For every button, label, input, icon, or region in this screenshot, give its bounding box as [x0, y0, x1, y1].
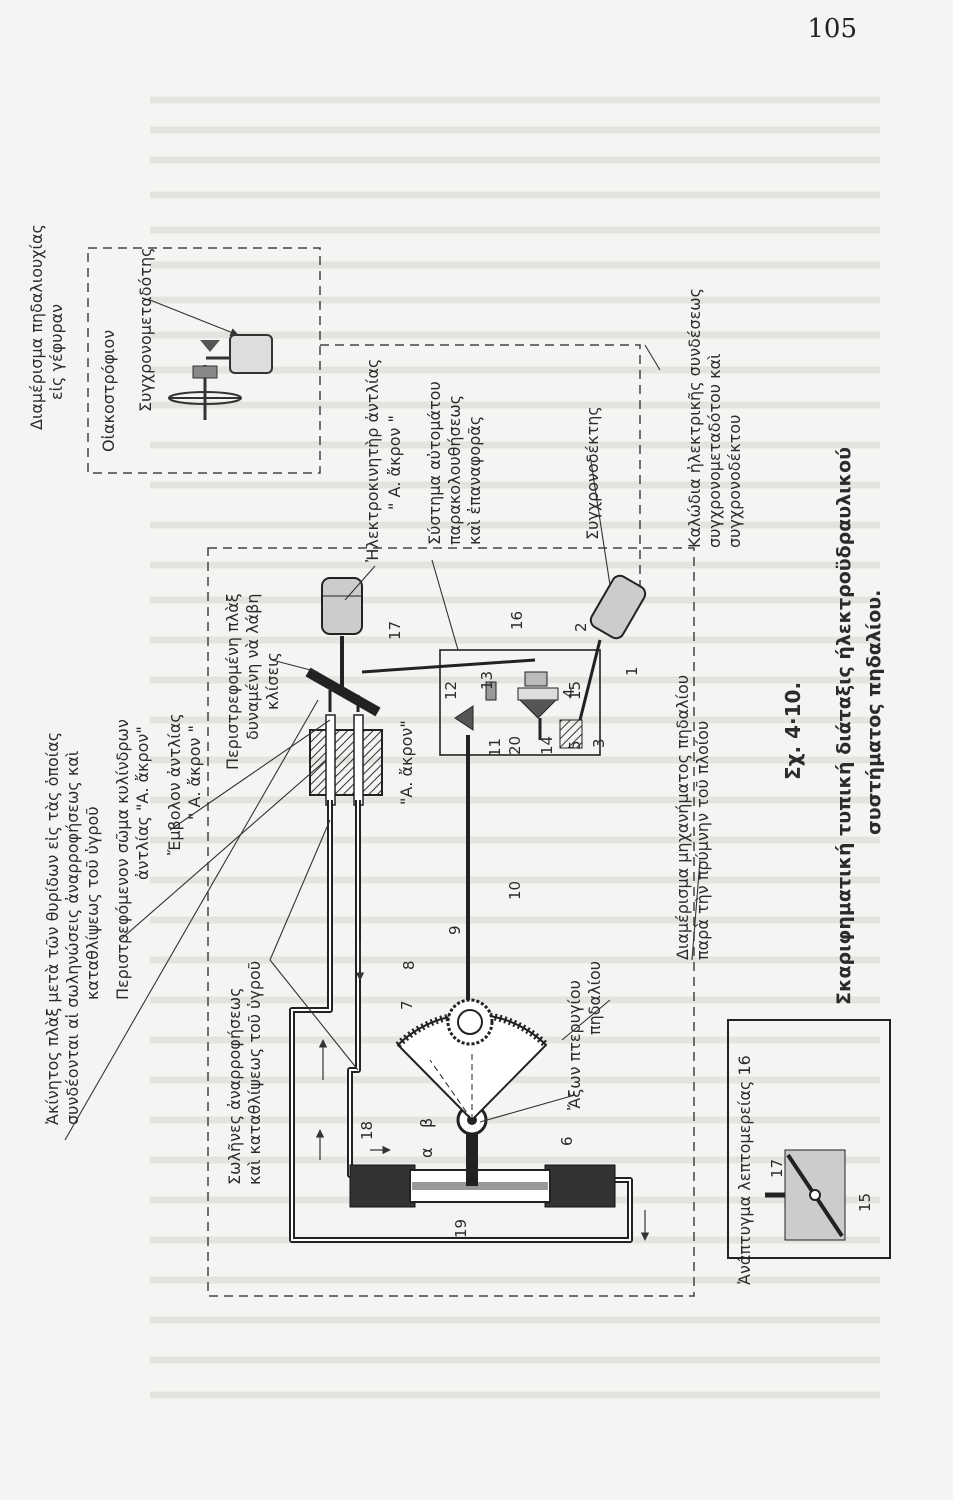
- part-number-13: 13: [478, 671, 496, 690]
- flow-arrows: [315, 940, 650, 1241]
- synchro-transmitter-label: Συγχρονομεταδότης: [136, 248, 155, 413]
- fixed-plate-label-3: καταθλίψεως τοῦ ὑγροῦ: [83, 806, 102, 1000]
- auto-system-label-3: καὶ ἐπαναφορᾶς: [465, 416, 484, 545]
- part-numbers: 1 2 3 4 5 6 7 8 9 10 11 12 13 14 15 16 1…: [358, 611, 874, 1238]
- swash-plate: [305, 636, 381, 717]
- detail-drawing: [765, 1149, 846, 1241]
- piston-label-1: Ἔμβολον ἀντλίας: [165, 713, 184, 855]
- part-number-9: 9: [446, 925, 464, 935]
- steering-wheel-label: Οἰακοστρόφιον: [99, 330, 118, 452]
- synchro-receiver-icon: [578, 574, 647, 721]
- synchro-receiver-label: Συγχρονοδέκτης: [583, 406, 602, 540]
- bridge-compartment-label-2: εἰς γέφυραν: [47, 304, 66, 400]
- part-number-11: 11: [486, 738, 504, 757]
- rotating-body-label-1: Περιστρεφόμενον σῶμα κυλίνδρων: [113, 719, 132, 1000]
- ram-cylinders: [349, 1164, 616, 1208]
- machinery-label-2: παρὰ τὴν πρύμνην τοῦ πλοίου: [693, 721, 712, 960]
- alpha-label: α: [417, 1147, 436, 1158]
- bridge-compartment-label: Διαμέρισμα πηδαλιουχίας: [27, 224, 46, 430]
- part-number-12: 12: [442, 681, 460, 700]
- part-number-16: 16: [508, 611, 526, 630]
- part-number-4: 4: [560, 688, 578, 698]
- auto-system-label-2: παρακολουθήσεως: [445, 395, 464, 545]
- label-piston: Ἔμβολον ἀντλίας " Α. ἄκρον ": [165, 713, 204, 855]
- bridge-compartment-box: [87, 247, 321, 474]
- rudder-axis-label-1: Ἄξων πτερυγίου: [565, 980, 584, 1110]
- part-number-6: 6: [558, 1136, 576, 1146]
- cables-label-1: Καλώδια ἠλεκτρικῆς συνδέσεως: [685, 288, 704, 548]
- pipes-label-1: Σωλῆνες ἀναρροφήσεως: [225, 987, 244, 1185]
- label-pipes: Σωλῆνες ἀναρροφήσεως καὶ καταθλίψεως τοῦ…: [225, 961, 264, 1185]
- machinery-compartment-box: [207, 547, 695, 1297]
- label-machinery: Διαμέρισμα μηχανήματος πηδαλίου παρὰ τὴν…: [673, 675, 712, 960]
- label-cables: Καλώδια ἠλεκτρικῆς συνδέσεως συγχρονομετ…: [685, 288, 744, 548]
- figure-caption-line-1: Σκαριφηματική τυπική διάταξις ήλεκτροϋδρ…: [833, 447, 855, 1005]
- part-number-19: 19: [452, 1219, 470, 1238]
- part-number-17: 17: [386, 621, 404, 640]
- link-17: [361, 658, 536, 674]
- detail-box: [727, 1019, 891, 1259]
- machinery-label-1: Διαμέρισμα μηχανήματος πηδαλίου: [673, 675, 692, 960]
- detail-number-17: 17: [768, 1159, 786, 1178]
- part-number-20: 20: [506, 736, 524, 755]
- auto-system-label-1: Σύστημα αὐτομάτου: [425, 381, 444, 545]
- fixed-plate-label-2: συνδέονται αἱ σωληνώσεις ἀναρροφήσεως κα…: [63, 751, 82, 1125]
- rudder-axis-label-2: πηδαλίου: [585, 961, 604, 1035]
- part-number-14: 14: [538, 736, 556, 755]
- follow-up-box: [439, 649, 601, 756]
- page-number: 105: [807, 14, 857, 44]
- leader-lines: [64, 344, 701, 1141]
- differential-gears: [454, 671, 583, 749]
- rotating-plate-label-1: Περιστρεφομένη πλὰξ: [223, 593, 242, 770]
- synchro-transmitter-icon: [200, 334, 273, 374]
- steering-wheel-icon: [168, 365, 242, 420]
- label-motor: Ἠλεκτροκινητὴρ ἀντλίας " Α. ἄκρον ": [363, 359, 404, 562]
- electric-motor-icon: [321, 577, 363, 635]
- part-number-1: 1: [623, 666, 641, 676]
- part-number-8: 8: [400, 960, 418, 970]
- label-rotating-plate: Περιστρεφομένη πλὰξ δυναμένη νὰ λάβη κλί…: [223, 593, 282, 770]
- piston-label-2: " Α. ἄκρον ": [185, 725, 204, 820]
- beta-label: β: [417, 1118, 436, 1128]
- detail-title-label: Ἀνάπτυγμα λεπτομερείας 16: [735, 1055, 754, 1285]
- motor-label-2: " Α. ἄκρον ": [385, 415, 404, 510]
- fixed-plate-label-1: Ἀκίνητος πλὰξ μετὰ τῶν θυρίδων εἰς τὰς ὁ…: [43, 732, 62, 1125]
- part-number-3: 3: [590, 738, 608, 748]
- detail-number-15: 15: [856, 1193, 874, 1212]
- pipes-label-2: καὶ καταθλίψεως τοῦ ὑγροῦ: [245, 961, 264, 1185]
- part-number-10: 10: [506, 881, 524, 900]
- part-number-18: 18: [358, 1121, 376, 1140]
- worm-gear: [446, 998, 494, 1046]
- cables-label-2: συγχρονομεταδότου καὶ: [705, 353, 724, 548]
- rotating-plate-label-3: κλίσεις: [263, 652, 282, 710]
- motor-label-1: Ἠλεκτροκινητὴρ ἀντλίας: [363, 359, 382, 562]
- rotating-plate-label-2: δυναμένη νὰ λάβη: [243, 594, 262, 740]
- label-rudder-axis: Ἄξων πτερυγίου πηδαλίου: [565, 961, 604, 1110]
- label-bridge: Διαμέρισμα πηδαλιουχίας εἰς γέφυραν: [27, 224, 66, 430]
- pump-cylinder-block: [309, 714, 383, 806]
- part-number-2: 2: [572, 622, 590, 632]
- label-auto-system: Σύστημα αὐτομάτου παρακολουθήσεως καὶ ἐπ…: [425, 381, 484, 545]
- figure-number: Σχ. 4·10.: [781, 682, 805, 780]
- a-end-pump-label: "Α. ἄκρον": [397, 720, 416, 805]
- part-number-15: 15: [566, 681, 584, 700]
- rotating-body-label-2: ἀντλίας "Α. ἄκρον": [133, 726, 152, 880]
- part-number-5: 5: [566, 740, 584, 750]
- part-number-7: 7: [398, 1000, 416, 1010]
- cables-label-3: συγχρονοδέκτου: [725, 415, 744, 548]
- figure-caption-line-2: συστήματος πηδαλίου.: [863, 590, 885, 835]
- label-rotating-body: Περιστρεφόμενον σῶμα κυλίνδρων ἀντλίας "…: [113, 719, 152, 1000]
- label-fixed-plate: Ἀκίνητος πλὰξ μετὰ τῶν θυρίδων εἰς τὰς ὁ…: [43, 732, 102, 1125]
